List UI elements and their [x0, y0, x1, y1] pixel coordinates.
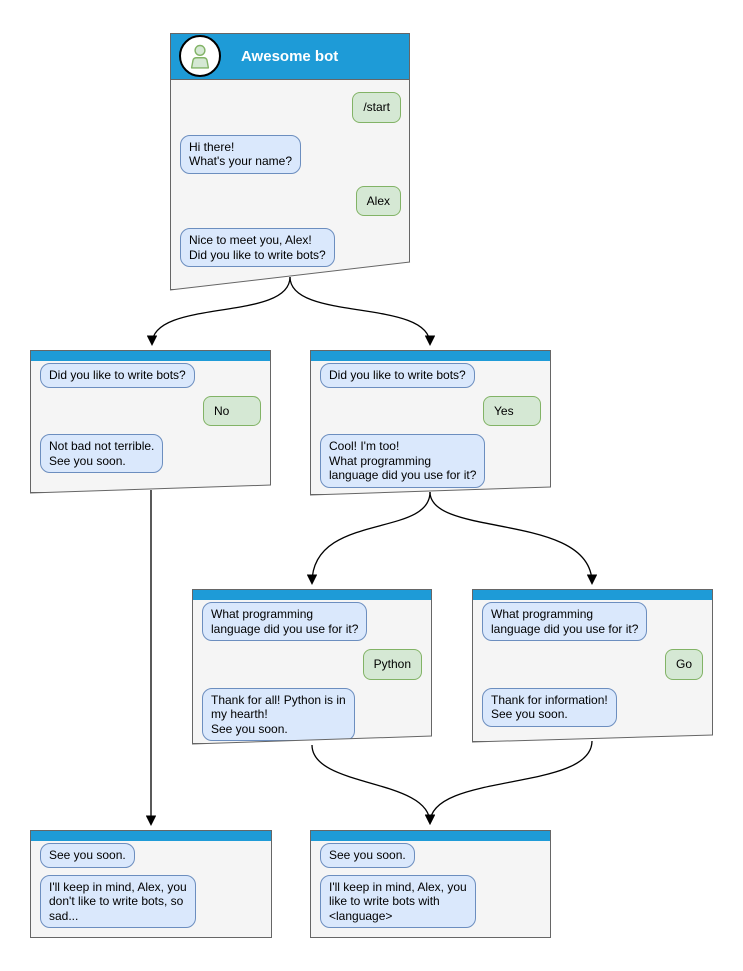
bot-message-bubble: Not bad not terrible. See you soon. [40, 434, 163, 473]
user-message-bubble: Python [363, 649, 422, 680]
chat-header: Awesome bot [171, 34, 409, 80]
edge-root-to-yes [289, 276, 436, 346]
person-icon [186, 42, 214, 70]
user-message-bubble: No [203, 396, 261, 427]
bot-message-bubble: Thank for all! Python is in my hearth! S… [202, 688, 355, 742]
bot-message-bubble: What programming language did you use fo… [482, 602, 647, 641]
bot-message-bubble: What programming language did you use fo… [202, 602, 367, 641]
user-message-bubble: Yes [483, 396, 541, 427]
bot-message-bubble: See you soon. [320, 843, 415, 868]
chat-window-end-yes: See you soon. I'll keep in mind, Alex, y… [310, 830, 551, 938]
bot-message-bubble: See you soon. [40, 843, 135, 868]
edge-python-to-end [311, 744, 436, 825]
edge-yes-to-go [429, 491, 598, 585]
user-message-bubble: /start [352, 92, 401, 123]
bot-message-bubble: Nice to meet you, Alex! Did you like to … [180, 228, 335, 267]
edge-yes-to-python [306, 491, 431, 585]
window-title-bar [311, 351, 550, 361]
chat-window-branch-no: Did you like to write bots? No Not bad n… [30, 350, 271, 493]
window-title-bar [473, 590, 712, 600]
edge-go-to-end [424, 740, 593, 825]
bot-message-bubble: I'll keep in mind, Alex, you don't like … [40, 874, 196, 928]
chat-title: Awesome bot [241, 48, 339, 65]
window-title-bar [193, 590, 431, 600]
window-title-bar [31, 351, 270, 361]
window-title-bar [311, 831, 550, 841]
bot-message-bubble: Cool! I'm too! What programming language… [320, 434, 485, 488]
bot-message-bubble: I'll keep in mind, Alex, you like to wri… [320, 874, 476, 928]
chat-window-branch-python: What programming language did you use fo… [192, 589, 432, 744]
chat-window-root: Awesome bot /start Hi there! What's your… [170, 33, 410, 290]
bot-message-bubble: Thank for information! See you soon. [482, 688, 617, 727]
bot-message-bubble: Hi there! What's your name? [180, 135, 301, 174]
bot-message-bubble: Did you like to write bots? [40, 363, 195, 388]
user-message-bubble: Go [665, 649, 703, 680]
chat-window-end-no: See you soon. I'll keep in mind, Alex, y… [30, 830, 272, 938]
chat-window-branch-yes: Did you like to write bots? Yes Cool! I'… [310, 350, 551, 495]
chat-window-branch-go: What programming language did you use fo… [472, 589, 713, 742]
avatar [179, 35, 221, 77]
window-title-bar [31, 831, 271, 841]
user-message-bubble: Alex [356, 186, 401, 217]
bot-message-bubble: Did you like to write bots? [320, 363, 475, 388]
